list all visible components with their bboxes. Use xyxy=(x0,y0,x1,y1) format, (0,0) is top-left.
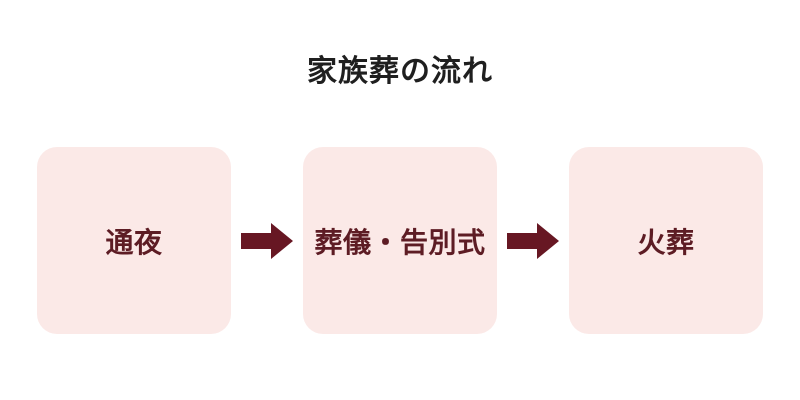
right-arrow-icon xyxy=(507,222,559,259)
right-arrow-icon xyxy=(241,222,293,259)
right-arrow-shape xyxy=(241,222,293,259)
flow-step-label: 葬儀・告別式 xyxy=(314,226,486,258)
flow-diagram: 通夜 葬儀・告別式 火葬 xyxy=(37,147,763,334)
flow-step-cremation: 火葬 xyxy=(569,147,763,334)
flow-step-label: 通夜 xyxy=(105,226,163,258)
flow-step-wake: 通夜 xyxy=(37,147,231,334)
right-arrow-shape xyxy=(507,222,559,259)
flow-step-funeral-ceremony: 葬儀・告別式 xyxy=(303,147,497,334)
page-title: 家族葬の流れ xyxy=(307,55,493,88)
flow-step-label: 火葬 xyxy=(637,226,695,258)
